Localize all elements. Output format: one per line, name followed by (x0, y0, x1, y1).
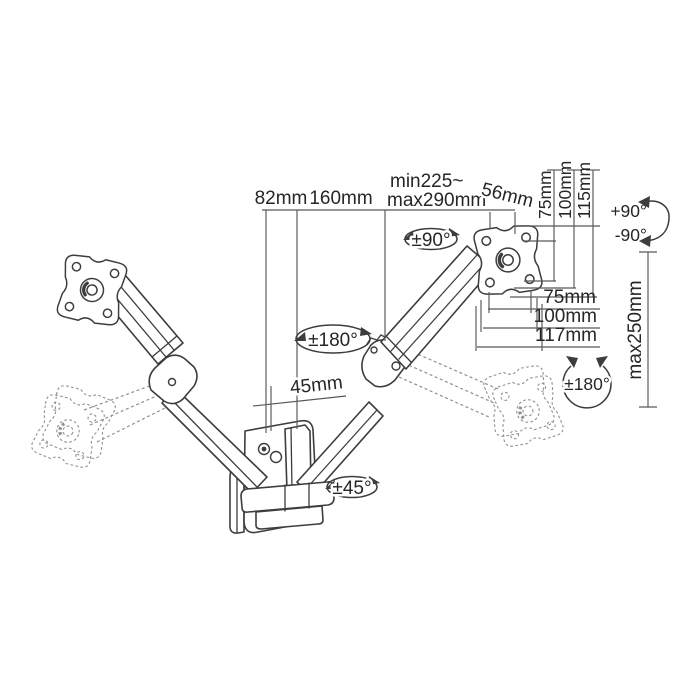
ghost-right-arm-position (398, 349, 565, 449)
dim-160mm: 160mm (309, 188, 372, 209)
dimension-lines (252, 169, 657, 433)
dim-max290mm: max290mm (387, 190, 486, 211)
right-vesa-plate (473, 224, 542, 296)
elbow-swivel-arrow (295, 324, 371, 354)
ghost-right-vesa-plate (481, 362, 565, 449)
dim-100mm-vertical: 100mm (555, 161, 575, 219)
dim-82mm: 82mm (255, 188, 308, 209)
left-elbow-joint (148, 354, 198, 405)
angle-pm180-screen: ±180° (564, 374, 610, 394)
angle-pm90: ±90° (411, 230, 450, 251)
angle-plus90: +90° (610, 201, 647, 221)
tilt-arrow (643, 200, 670, 242)
dim-45mm: 45mm (289, 372, 344, 398)
ghost-left-vesa-plate (30, 382, 119, 471)
angle-pm180-elbow: ±180° (308, 330, 358, 351)
base-swivel-arrow (326, 475, 378, 499)
dim-117mm-horizontal: 117mm (535, 325, 597, 346)
angle-pm45: ±45° (332, 478, 371, 499)
dim-56mm: 56mm (479, 179, 535, 212)
dim-max250mm: max250mm (625, 280, 646, 379)
dim-min225: min225~ (390, 171, 463, 192)
screen-rotation-arrow (562, 365, 612, 409)
ghost-left-arm-position (30, 380, 176, 471)
angle-callouts: +90° -90° ±90° ±180° ±180° ±45° (294, 196, 670, 502)
angle-minus90: -90° (615, 225, 647, 245)
left-vesa-plate (56, 253, 128, 327)
dim-100mm-horizontal: 100mm (534, 306, 597, 327)
right-gas-spring-arm (380, 245, 494, 370)
dim-115mm-vertical: 115mm (574, 162, 594, 219)
dim-75mm-horizontal: 75mm (543, 287, 596, 308)
dim-75mm-vertical: 75mm (535, 170, 555, 219)
